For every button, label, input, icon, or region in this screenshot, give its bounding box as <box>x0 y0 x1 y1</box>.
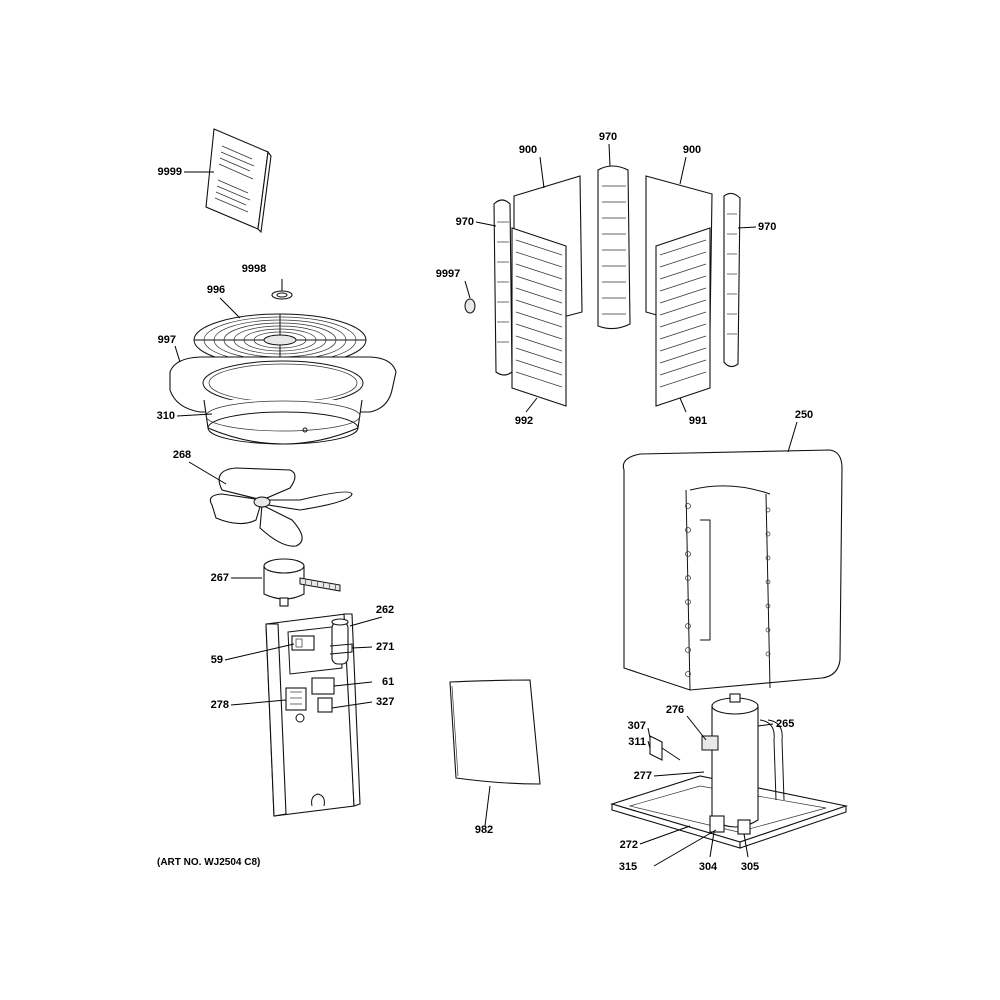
callout-970-top: 970 <box>598 131 618 143</box>
callout-970-left: 970 <box>455 216 474 228</box>
access-panel <box>449 679 541 785</box>
corner-guard-center <box>597 165 631 330</box>
control-panel <box>265 613 361 817</box>
callout-271: 271 <box>376 641 395 653</box>
callout-276: 276 <box>665 704 685 716</box>
corner-guard-left <box>493 199 513 376</box>
callout-268: 268 <box>172 449 192 461</box>
callout-991: 991 <box>688 415 708 427</box>
callout-900-left: 900 <box>518 144 538 156</box>
callout-304: 304 <box>698 861 718 873</box>
callout-900-right: 900 <box>682 144 702 156</box>
callout-311: 311 <box>628 736 646 748</box>
callout-267: 267 <box>210 572 229 584</box>
callout-310: 310 <box>156 410 175 422</box>
callout-997: 997 <box>157 334 176 346</box>
louver-panel-left <box>511 227 567 407</box>
thermostat-bracket <box>649 735 681 761</box>
grille-clip <box>271 290 293 300</box>
leader-lines <box>174 143 798 867</box>
callout-278: 278 <box>210 699 229 711</box>
art-number: (ART NO. WJ2504 C8) <box>157 857 261 868</box>
callout-272: 272 <box>619 839 638 851</box>
callout-9997: 9997 <box>435 268 461 280</box>
callout-307: 307 <box>627 720 646 732</box>
callout-982: 982 <box>474 824 494 836</box>
fan-blade <box>209 467 353 547</box>
callout-61: 61 <box>382 676 395 688</box>
manual-booklet <box>205 128 272 234</box>
panel-plug <box>464 298 476 314</box>
callout-992: 992 <box>514 415 534 427</box>
callout-265: 265 <box>776 718 795 730</box>
orifice-ring <box>203 399 363 445</box>
callout-9999: 9999 <box>157 166 182 178</box>
callout-315: 315 <box>618 861 638 873</box>
callout-277: 277 <box>633 770 652 782</box>
compressor <box>701 693 785 835</box>
condenser-coil <box>622 449 843 691</box>
callout-262: 262 <box>375 604 395 616</box>
louver-panel-right <box>655 227 711 407</box>
fan-motor <box>263 558 341 607</box>
callout-9998: 9998 <box>241 263 267 275</box>
callout-59: 59 <box>210 654 223 666</box>
callout-250: 250 <box>794 409 814 421</box>
corner-guard-right <box>723 192 741 368</box>
callout-970-right: 970 <box>758 221 777 233</box>
callout-305: 305 <box>740 861 760 873</box>
callout-996: 996 <box>206 284 226 296</box>
callout-327: 327 <box>376 696 395 708</box>
